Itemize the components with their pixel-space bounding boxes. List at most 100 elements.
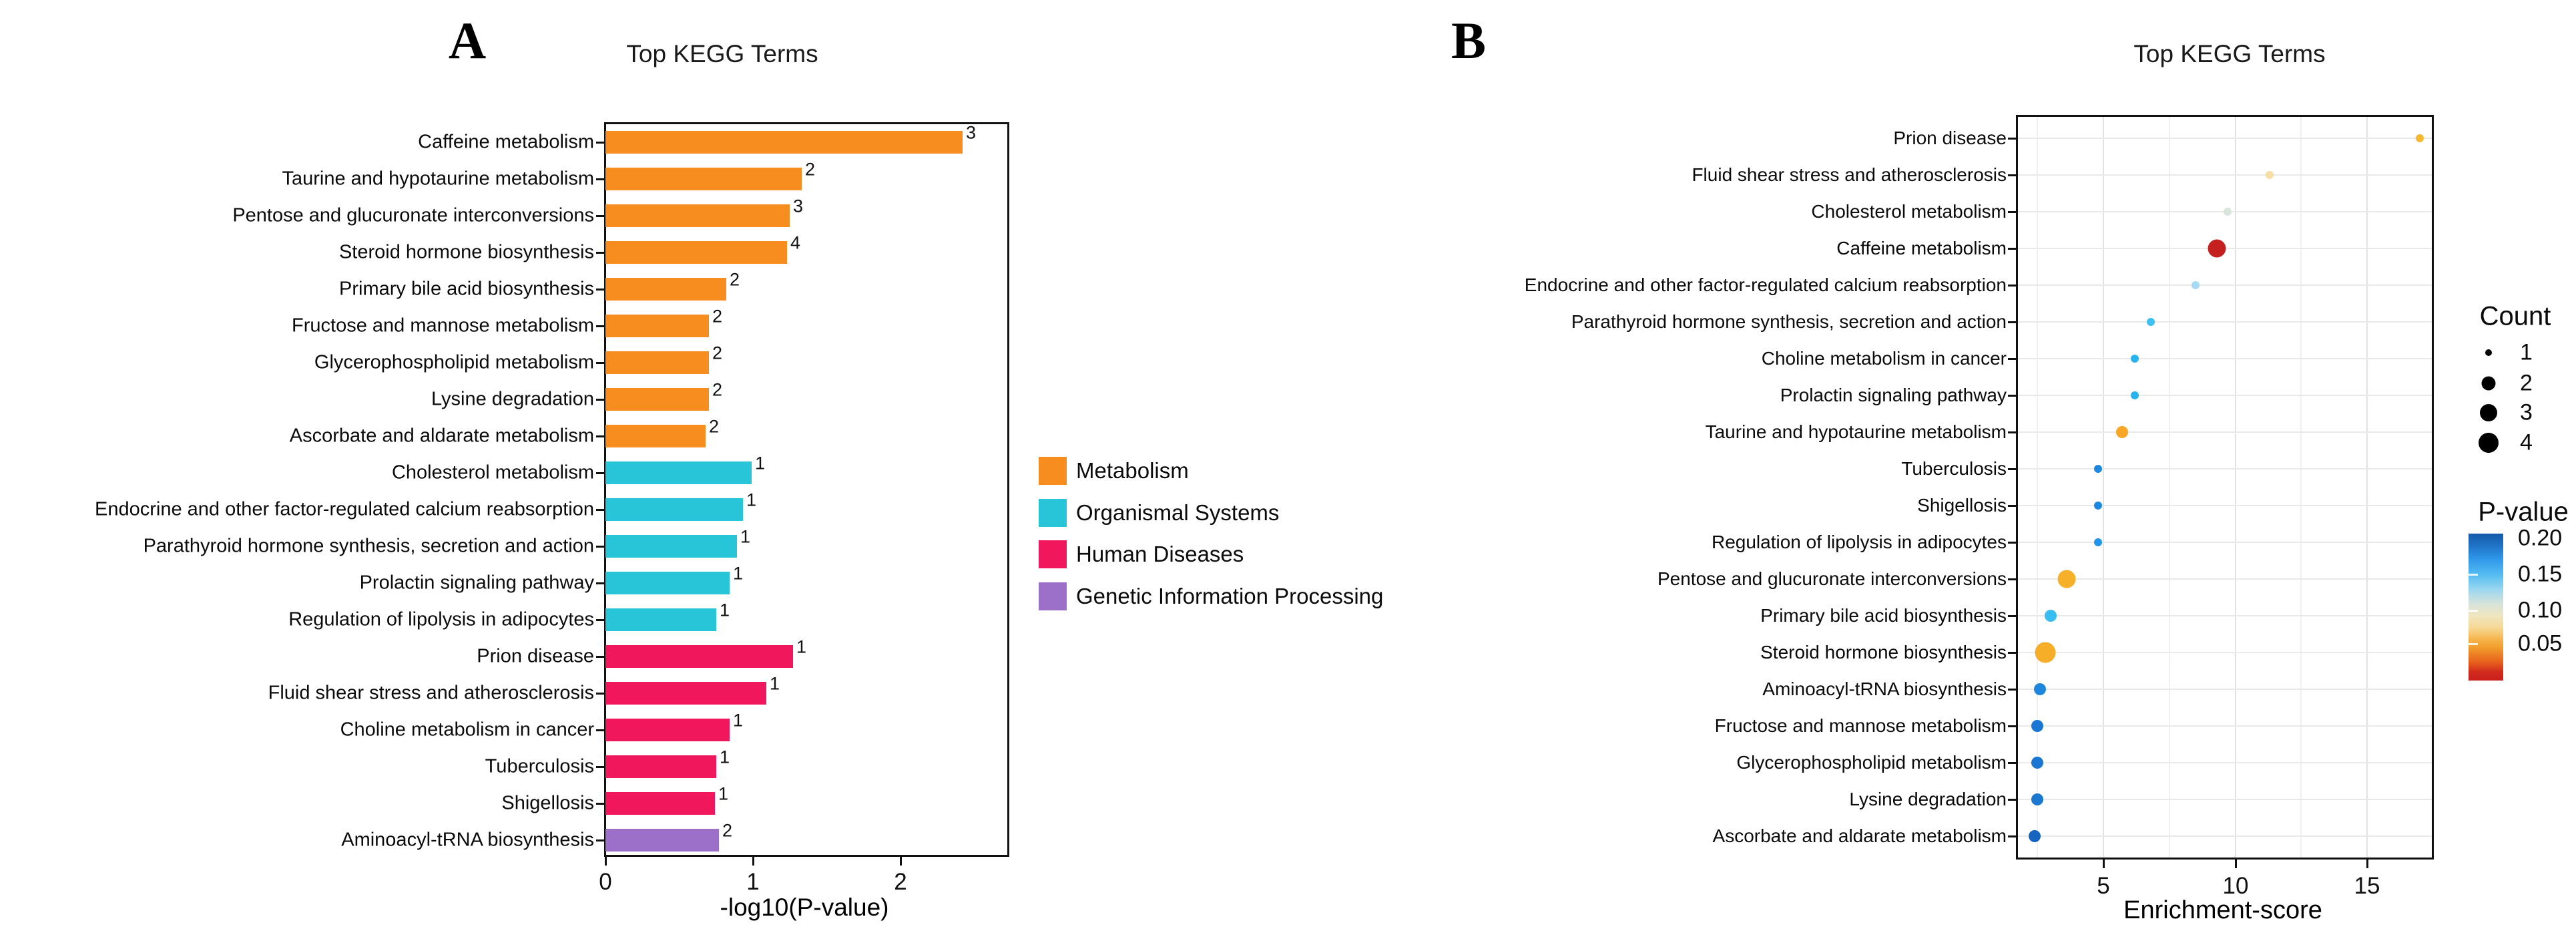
y-tick-mark (596, 362, 604, 364)
y-tick-mark (596, 582, 604, 584)
x-tick-mark (605, 857, 607, 866)
row-gridline (2018, 505, 2432, 506)
bar (605, 351, 709, 374)
row-gridline (2018, 689, 2432, 690)
pvalue-colorbar (2469, 534, 2503, 681)
legend-color-swatch (1039, 499, 1067, 527)
axis-category-label: Fructose and mannose metabolism (1714, 715, 2007, 736)
pvalue-tick-label: 0.20 (2518, 525, 2563, 551)
y-tick-mark (2008, 615, 2016, 617)
axis-category-label: Shigellosis (1917, 495, 2007, 516)
y-tick-mark (2008, 468, 2016, 470)
data-point (2094, 538, 2102, 546)
bar-count-label: 1 (770, 673, 780, 694)
panel-b-plot-area (2016, 115, 2434, 860)
y-tick-mark (2008, 762, 2016, 764)
legend-color-swatch (1039, 457, 1067, 485)
pvalue-colorbar-tick (2469, 610, 2478, 612)
y-tick-mark (2008, 578, 2016, 580)
bar (605, 535, 737, 558)
y-tick-mark (2008, 799, 2016, 801)
pvalue-colorbar-tick (2469, 643, 2478, 645)
y-tick-mark (2008, 285, 2016, 287)
bar-count-label: 3 (793, 196, 804, 216)
axis-category-label: Regulation of lipolysis in adipocytes (1711, 532, 2007, 552)
data-point (2031, 720, 2043, 732)
axis-category-label: Prion disease (1893, 128, 2007, 148)
y-tick-mark (596, 325, 604, 327)
data-point (2094, 502, 2102, 510)
panel-a-x-axis-label: -log10(P-value) (720, 894, 889, 921)
y-tick-mark (2008, 725, 2016, 727)
y-tick-mark (596, 729, 604, 731)
count-legend-value: 3 (2520, 399, 2533, 425)
panel-b-letter: B (1451, 11, 1487, 69)
data-point (2131, 355, 2139, 363)
y-tick-mark (2008, 542, 2016, 544)
legend-item-label: Genetic Information Processing (1076, 584, 1384, 608)
bar (605, 241, 787, 264)
axis-category-label: Pentose and glucuronate interconversions (1657, 568, 2007, 589)
bar-count-label: 1 (755, 453, 766, 474)
y-tick-mark (596, 656, 604, 658)
bar (605, 755, 716, 778)
axis-category-label: Steroid hormone biosynthesis (338, 241, 594, 263)
y-tick-mark (596, 839, 604, 841)
axis-category-label: Cholesterol metabolism (391, 461, 594, 484)
major-gridline (2366, 117, 2368, 858)
legend-color-swatch (1039, 582, 1067, 610)
axis-category-label: Lysine degradation (431, 388, 594, 410)
count-legend-dot (2479, 433, 2499, 453)
data-point (2192, 281, 2200, 289)
pvalue-colorbar-tick (2469, 574, 2478, 576)
data-point (2266, 171, 2274, 179)
bar-count-label: 2 (712, 379, 723, 400)
axis-category-label: Ascorbate and aldarate metabolism (1712, 825, 2007, 846)
axis-category-label: Fructose and mannose metabolism (292, 315, 594, 337)
axis-category-label: Steroid hormone biosynthesis (1760, 642, 2007, 663)
y-tick-mark (2008, 431, 2016, 433)
data-point (2031, 757, 2043, 769)
data-point (2208, 239, 2226, 258)
bar (605, 315, 709, 337)
row-gridline (2018, 285, 2432, 286)
axis-category-label: Parathyroid hormone synthesis, secretion… (1571, 311, 2007, 332)
y-tick-mark (2008, 835, 2016, 837)
y-tick-mark (596, 472, 604, 474)
x-tick-mark (900, 857, 902, 866)
x-tick-mark (2366, 860, 2368, 868)
count-legend-value: 2 (2520, 370, 2533, 396)
y-tick-mark (596, 766, 604, 768)
pvalue-tick-label: 0.05 (2518, 630, 2563, 656)
major-gridline (2103, 117, 2104, 858)
axis-category-label: Tuberculosis (1901, 458, 2007, 479)
bar (605, 461, 752, 484)
y-tick-mark (596, 619, 604, 621)
axis-category-label: Caffeine metabolism (1836, 238, 2007, 258)
bar-count-label: 4 (790, 232, 801, 253)
data-point (2131, 391, 2139, 399)
x-tick-mark (2235, 860, 2237, 868)
axis-category-label: Lysine degradation (1849, 789, 2007, 809)
y-tick-mark (596, 509, 604, 511)
bar (605, 168, 802, 190)
bar-count-label: 1 (733, 563, 744, 584)
data-point (2035, 642, 2056, 663)
panel-a-letter: A (448, 11, 487, 69)
data-point (2116, 426, 2128, 438)
axis-category-label: Parathyroid hormone synthesis, secretion… (143, 535, 594, 557)
y-tick-mark (596, 178, 604, 180)
row-gridline (2018, 799, 2432, 800)
bar (605, 608, 716, 631)
bar-count-label: 2 (805, 159, 816, 180)
row-gridline (2018, 725, 2432, 727)
x-tick-label: 10 (2222, 873, 2249, 899)
row-gridline (2018, 652, 2432, 653)
major-gridline (2235, 117, 2236, 858)
bar (605, 498, 743, 521)
bar (605, 204, 790, 227)
axis-category-label: Glycerophospholipid metabolism (314, 351, 594, 373)
data-point (2416, 134, 2424, 142)
row-gridline (2018, 835, 2432, 837)
